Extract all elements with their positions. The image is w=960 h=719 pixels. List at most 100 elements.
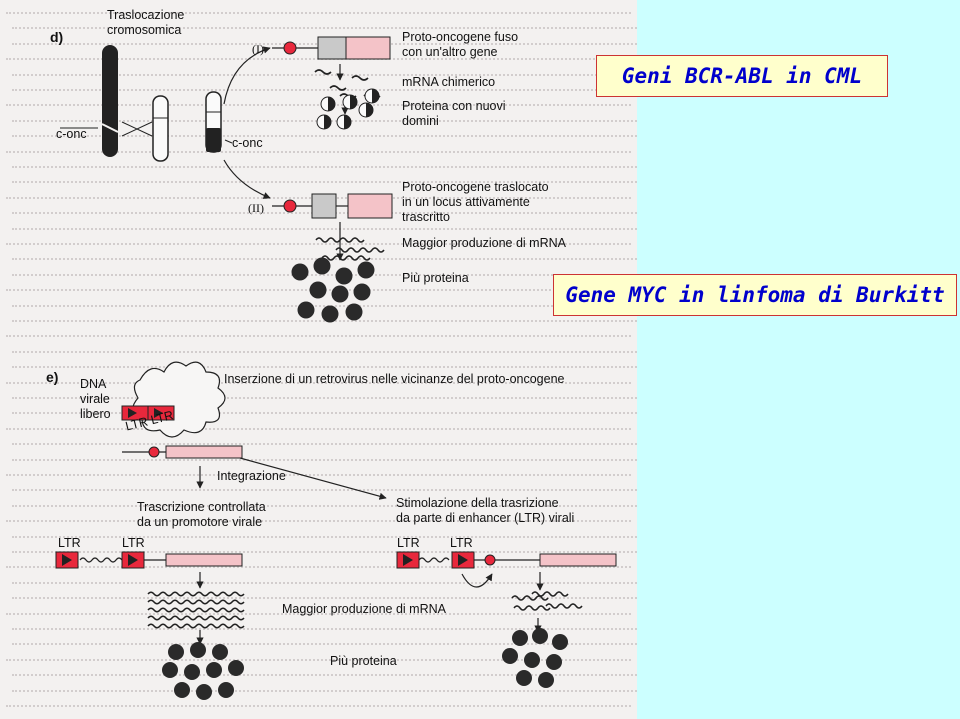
faded-text-line <box>12 304 637 316</box>
faded-text-line <box>6 612 631 624</box>
panel-e-letter: e) <box>46 369 59 385</box>
faded-text-line <box>12 397 637 408</box>
faded-text-line <box>6 658 631 670</box>
faded-text-line <box>12 581 637 593</box>
chimeric-protein-half <box>344 115 351 129</box>
faded-text-line <box>12 366 637 377</box>
protein-dot <box>309 281 327 299</box>
protein-dot <box>502 648 518 664</box>
increased-mrna-label-d: Maggior produzione di mRNA <box>402 236 566 250</box>
faded-text-line <box>12 689 637 701</box>
protein-dot <box>512 630 528 646</box>
mrna-wave <box>545 603 583 609</box>
faded-text-line <box>6 335 631 346</box>
faded-text-line <box>12 412 637 423</box>
free-viral-dna <box>121 361 226 438</box>
arrow-to-enhancer <box>239 457 387 500</box>
protein-dot <box>552 634 568 650</box>
faded-text-line <box>12 443 637 454</box>
more-protein-label-d: Più proteina <box>402 271 469 285</box>
chimeric-protein-half <box>366 103 373 117</box>
chimeric-mrna-label: mRNA chimerico <box>402 75 496 89</box>
new-domain-protein-label: Proteina con nuovi domini <box>402 99 506 128</box>
bcr-abl-cml-callout: Geni BCR-ABL in CML <box>596 55 888 97</box>
protein-dot <box>184 664 200 680</box>
mrna-wave <box>147 591 245 597</box>
retrovirus-insertion-title: Inserzione di un retrovirus nelle vicina… <box>224 372 565 386</box>
viral-promoter-protein-dots <box>162 642 244 700</box>
chromosome-translocated <box>205 91 222 153</box>
protein-dot <box>357 261 375 279</box>
ltr-label-right-2: LTR <box>450 536 473 550</box>
enhancer-stimulation-label: Stimolazione della trasrizione da parte … <box>396 496 575 525</box>
arrow-to-path1 <box>223 46 271 105</box>
chromosome-light <box>152 95 169 162</box>
free-viral-dna-label: DNA virale libero <box>80 377 111 421</box>
ltr-label-left-2: LTR <box>122 536 145 550</box>
faded-text-line <box>12 458 637 470</box>
faded-text-line <box>12 597 637 608</box>
mrna-wave <box>511 595 549 601</box>
pathway-one-label: (I) <box>252 42 264 56</box>
faded-text-line <box>12 489 637 500</box>
faded-text-line <box>12 227 637 239</box>
ltr-label-right-1: LTR <box>397 536 420 550</box>
faded-text-line <box>12 89 637 100</box>
protein-dot <box>212 644 228 660</box>
protein-dot <box>335 267 353 285</box>
faded-text-line <box>12 166 637 177</box>
protein-dot <box>291 263 309 281</box>
faded-text-line <box>12 320 637 331</box>
mrna-wave <box>531 591 569 597</box>
translocation-title: Traslocazione cromosomica <box>107 8 185 37</box>
protein-dot <box>228 660 244 676</box>
protein-dot <box>196 684 212 700</box>
faded-text-line <box>12 551 637 562</box>
translocated-gene-construct <box>272 193 393 219</box>
faded-text-line <box>6 150 631 162</box>
textbook-page: d) Traslocazione cromosomica c-onc c-onc… <box>0 0 637 719</box>
faded-text-line <box>12 350 637 362</box>
pathway-two-label: (II) <box>248 201 264 215</box>
conc-pointer-right <box>224 139 233 144</box>
mrna-wave <box>147 615 245 621</box>
faded-text-line <box>12 135 637 146</box>
mrna-wave <box>321 255 371 261</box>
faded-text-line <box>6 474 631 485</box>
faded-text-line <box>12 535 637 547</box>
mrna-wave <box>147 623 245 629</box>
faded-text-line <box>12 27 637 38</box>
mrna-wave <box>513 605 551 611</box>
fused-gene-construct <box>272 36 391 60</box>
protein-dot <box>218 682 234 698</box>
conc-label-right: c-onc <box>232 136 263 150</box>
translocated-gene-label: Proto-oncogene traslocato in un locus at… <box>402 180 549 224</box>
arrow-to-path2 <box>223 159 271 199</box>
faded-text-line <box>12 73 637 85</box>
protein-dot <box>331 285 349 303</box>
faded-text-line <box>6 12 631 23</box>
increased-protein-dots <box>291 257 375 323</box>
protein-dot <box>174 682 190 698</box>
ltr-label-left-1: LTR <box>58 536 81 550</box>
oncogene-activation-diagram <box>55 36 617 700</box>
mrna-wave <box>315 237 365 243</box>
protein-dot <box>321 305 339 323</box>
faded-text-line <box>12 674 637 685</box>
cross-marks <box>121 121 153 137</box>
chimeric-protein-half <box>328 97 335 111</box>
protein-dot <box>532 628 548 644</box>
enhancer-mrna-waves <box>511 591 583 611</box>
faded-text-line <box>12 181 637 192</box>
viral-enhancer-construct <box>396 551 617 588</box>
faded-text-line <box>12 643 637 654</box>
conc-label-left: c-onc <box>56 127 87 141</box>
protein-dot <box>162 662 178 678</box>
faded-text-line <box>6 243 631 254</box>
faded-text-line <box>6 427 631 439</box>
chimeric-protein-dots <box>316 88 380 130</box>
proto-oncogene-before <box>122 445 243 459</box>
mrna-wave <box>147 607 245 613</box>
increased-mrna-label-e: Maggior produzione di mRNA <box>282 602 446 616</box>
viral-promoter-transcription-label: Trascrizione controllata da un promotore… <box>137 500 266 529</box>
